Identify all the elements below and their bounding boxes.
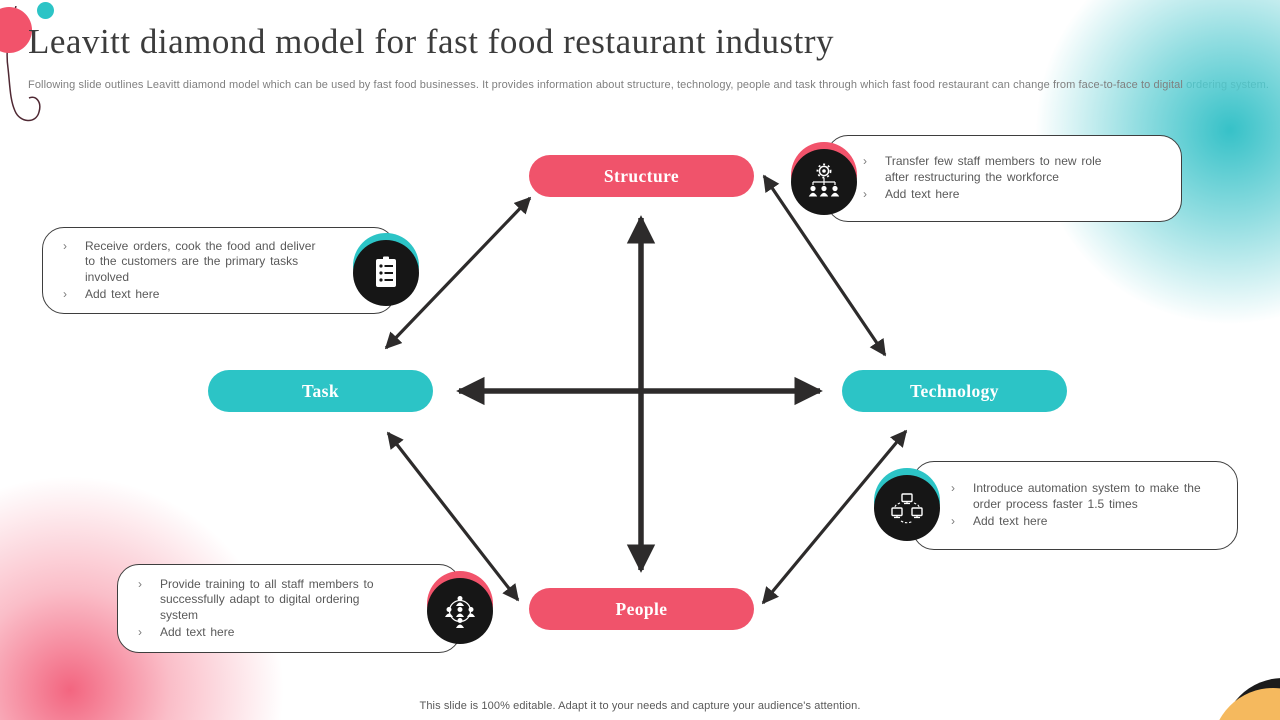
badge-technology	[874, 468, 940, 541]
bullet-marker: ›	[138, 625, 142, 639]
bullet-marker: ›	[863, 187, 867, 202]
callout-people-text-2: Add text here	[160, 625, 235, 639]
callout-structure-text-1: Transfer few staff members to new role a…	[885, 154, 1102, 184]
org-hierarchy-icon	[791, 149, 857, 215]
callout-people-bullet-2: › Add text here	[138, 625, 392, 641]
badge-people	[427, 571, 493, 644]
callout-structure-bullet-2: › Add text here	[863, 187, 1123, 203]
bullet-marker: ›	[63, 287, 67, 301]
node-technology: Technology	[842, 370, 1067, 412]
arrow-people-technology	[761, 429, 908, 605]
callout-task-bullet-1: › Receive orders, cook the food and deli…	[63, 239, 327, 286]
checklist-icon	[353, 240, 419, 306]
badge-structure	[791, 142, 857, 215]
network-icon	[874, 475, 940, 541]
callout-structure: › Transfer few staff members to new role…	[826, 135, 1182, 222]
bullet-marker: ›	[63, 238, 67, 253]
bullet-marker: ›	[138, 576, 142, 591]
badge-task	[353, 233, 419, 306]
callout-structure-text-2: Add text here	[885, 187, 960, 202]
node-task: Task	[208, 370, 433, 412]
node-structure-label: Structure	[603, 165, 680, 186]
callout-people-text-1: Provide training to all staff members to…	[160, 576, 374, 622]
callout-people: › Provide training to all staff members …	[117, 564, 461, 653]
node-structure: Structure	[529, 155, 754, 197]
callout-task-text-1: Receive orders, cook the food and delive…	[85, 238, 316, 284]
callout-structure-bullet-1: › Transfer few staff members to new role…	[863, 154, 1123, 185]
bullet-marker: ›	[951, 481, 955, 496]
arrow-task-people	[386, 431, 520, 602]
team-icon	[427, 578, 493, 644]
node-people: People	[529, 588, 754, 630]
callout-technology-text-2: Add text here	[973, 514, 1048, 529]
bullet-marker: ›	[863, 154, 867, 169]
callout-technology-text-1: Introduce automation system to make the …	[973, 481, 1201, 511]
bullet-marker: ›	[951, 514, 955, 529]
callout-technology: › Introduce automation system to make th…	[912, 461, 1238, 550]
callout-people-bullet-1: › Provide training to all staff members …	[138, 577, 392, 624]
footer-note: This slide is 100% editable. Adapt it to…	[419, 700, 861, 712]
subtitle-main: Following slide outlines Leavitt diamond…	[28, 79, 1183, 91]
page-title: Leavitt diamond model for fast food rest…	[28, 22, 835, 61]
arrow-structure-task	[384, 196, 532, 350]
callout-technology-bullet-2: › Add text here	[951, 514, 1215, 530]
callout-task-bullet-2: › Add text here	[63, 287, 327, 303]
arrow-structure-technology	[762, 174, 887, 357]
node-people-label: People	[615, 598, 668, 619]
node-task-label: Task	[302, 380, 339, 401]
callout-task: › Receive orders, cook the food and deli…	[42, 227, 396, 314]
subtitle-tail: ordering system.	[1186, 79, 1269, 91]
callout-task-text-2: Add text here	[85, 287, 160, 301]
subtitle: Following slide outlines Leavitt diamond…	[28, 79, 1269, 91]
callout-technology-bullet-1: › Introduce automation system to make th…	[951, 481, 1215, 512]
node-technology-label: Technology	[910, 380, 999, 401]
